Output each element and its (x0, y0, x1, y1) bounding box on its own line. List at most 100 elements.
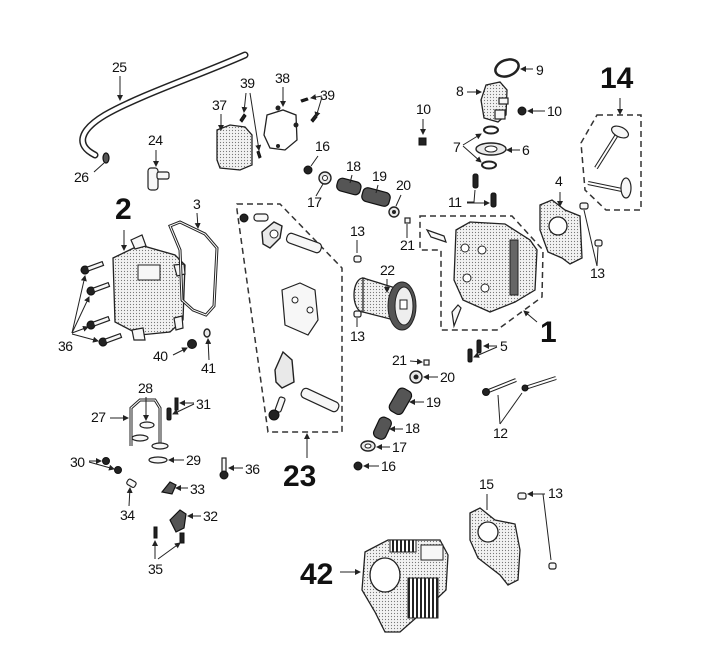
part-label-40: 40 (153, 348, 168, 364)
part-label-35: 35 (148, 561, 163, 577)
nuts-part-30[interactable] (102, 457, 122, 474)
insulator-part-6[interactable] (475, 142, 507, 156)
plug-part-10-left[interactable] (418, 137, 427, 146)
dowel-part-13-lower[interactable] (353, 310, 362, 318)
dowel-part-13-upper-right[interactable] (579, 202, 603, 247)
dowel-pins-part-11[interactable] (472, 173, 497, 208)
spring-retainer-part-20-lower[interactable] (409, 370, 423, 384)
part-label-13-lower: 13 (350, 328, 365, 344)
leader-line (314, 96, 323, 118)
intake-ring-part-9[interactable] (493, 56, 521, 79)
dowel-part-13-upper[interactable] (353, 255, 362, 263)
washer-part-17-top[interactable] (318, 171, 332, 185)
head-gasket-part-4[interactable] (539, 199, 583, 265)
part-label-37: 37 (212, 97, 227, 113)
cover-bolts-part-36[interactable] (80, 260, 123, 347)
washer-part-17-lower[interactable] (360, 440, 376, 452)
part-label-38: 38 (275, 70, 290, 86)
leader-line (462, 133, 482, 146)
clamp-part-28[interactable] (139, 421, 155, 429)
assembly-label-1: 1 (540, 316, 557, 349)
rocker-arm-assembly-part-23[interactable] (239, 213, 340, 421)
screws-part-35[interactable] (153, 526, 185, 544)
outer-spring-part-19-lower[interactable] (387, 386, 413, 416)
part-label-34: 34 (120, 507, 135, 523)
valves-part-14[interactable] (587, 124, 632, 199)
inner-spring-part-18-top[interactable] (336, 177, 363, 196)
inner-spring-part-18-lower[interactable] (372, 415, 393, 440)
leader-line (126, 487, 133, 507)
leader-line (583, 209, 598, 267)
leader-line (241, 92, 248, 113)
leader-line (310, 155, 319, 167)
valve-cotter-part-21-top[interactable] (404, 217, 411, 224)
hose-clip-part-26[interactable] (102, 152, 110, 164)
leader-line (310, 94, 323, 101)
studs-part-12[interactable] (482, 376, 557, 396)
part-label-33: 33 (190, 481, 205, 497)
part-label-18-lower: 18 (405, 420, 420, 436)
part-label-13-upper: 13 (350, 223, 365, 239)
bracket-part-27[interactable] (129, 398, 169, 450)
nut-part-16-top[interactable] (303, 165, 313, 175)
valve-cotter-part-21-lower[interactable] (423, 359, 430, 366)
assembly-label-2: 2 (115, 193, 132, 226)
breather-cover-part-37[interactable] (216, 124, 253, 171)
leader-line (349, 174, 353, 184)
leader-line (172, 403, 195, 415)
t-fitting-part-24[interactable] (147, 167, 170, 191)
part-label-28: 28 (138, 380, 153, 396)
leader-line (315, 183, 324, 197)
part-label-39-right: 39 (320, 87, 335, 103)
part-label-22: 22 (380, 262, 395, 278)
leader-line (93, 162, 105, 173)
leader-line (249, 92, 262, 151)
spring-retainer-part-20-top[interactable] (388, 206, 400, 218)
pins-part-31[interactable] (166, 397, 179, 421)
dowel-part-13-lower-right[interactable] (517, 492, 557, 570)
cylinder-gasket-part-15[interactable] (469, 507, 521, 586)
o-rings-part-7[interactable] (481, 125, 499, 170)
cap-nut-part-40[interactable] (187, 339, 197, 349)
part-label-10-right: 10 (547, 103, 562, 119)
part-label-31: 31 (196, 396, 211, 412)
cylinder-part-42[interactable] (361, 539, 449, 633)
nut-part-16-lower[interactable] (353, 461, 363, 471)
outer-spring-part-19-top[interactable] (361, 187, 392, 208)
part-label-13-lower-right: 13 (548, 485, 563, 501)
fitting-part-33[interactable] (160, 481, 177, 495)
part-label-6: 6 (522, 142, 530, 158)
part-label-15: 15 (479, 476, 494, 492)
intake-manifold-part-8[interactable] (480, 81, 509, 123)
part-label-26: 26 (74, 169, 89, 185)
part-label-17-lower: 17 (392, 439, 407, 455)
cylinder-head-part-1[interactable] (425, 221, 538, 329)
leader-line (497, 394, 501, 425)
fitting-part-34[interactable] (126, 478, 137, 488)
gasket-part-29[interactable] (148, 456, 168, 464)
part-label-9: 9 (536, 62, 544, 78)
part-label-27: 27 (91, 409, 106, 425)
dowel-pins-part-5[interactable] (467, 339, 482, 363)
leader-line (467, 189, 476, 203)
bolt-part-36-right[interactable] (219, 457, 229, 480)
leader-line (194, 212, 201, 229)
breather-hose-part-25[interactable] (79, 51, 249, 159)
washer-part-41[interactable] (203, 328, 211, 338)
leader-line (596, 246, 599, 267)
part-label-20-top: 20 (396, 177, 411, 193)
bracket-part-32[interactable] (169, 509, 187, 533)
cover-gasket-part-3[interactable] (168, 220, 219, 317)
leader-line (88, 461, 115, 471)
part-label-16-top: 16 (315, 138, 330, 154)
part-label-24: 24 (148, 132, 163, 148)
leader-line (375, 184, 379, 194)
cylinder-head-cover-part-2[interactable] (112, 234, 186, 341)
camshaft-part-22[interactable] (353, 277, 417, 331)
part-label-5: 5 (500, 338, 508, 354)
part-label-18-top: 18 (346, 158, 361, 174)
plug-part-10-right[interactable] (517, 106, 527, 116)
part-label-19-top: 19 (372, 168, 387, 184)
breather-gasket-part-38[interactable] (263, 105, 299, 151)
